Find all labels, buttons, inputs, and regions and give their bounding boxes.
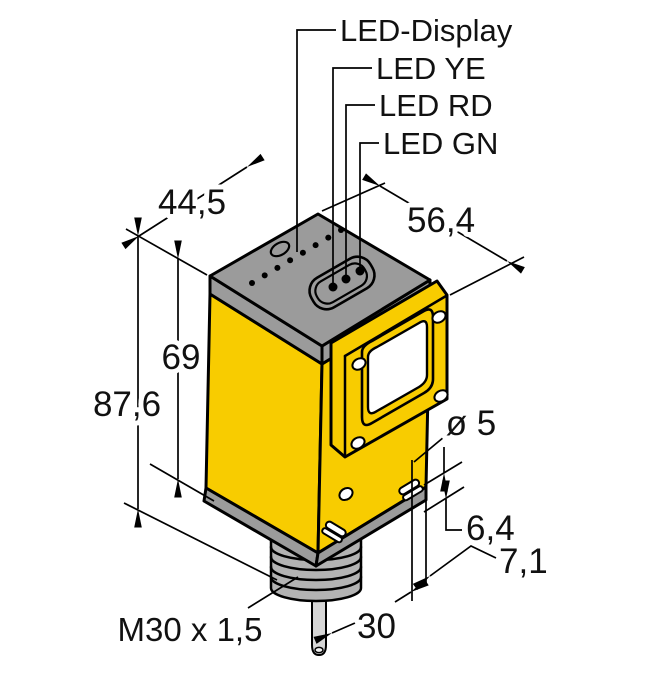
top-oval-hole bbox=[269, 240, 291, 258]
leader-thread bbox=[247, 576, 299, 609]
dim-arrow-bottom-left bbox=[313, 622, 356, 644]
ext-line-height-bottom bbox=[149, 463, 215, 502]
bezel-screw-icon bbox=[351, 357, 367, 371]
led-display-dot bbox=[325, 234, 332, 241]
leader-led-gn bbox=[359, 142, 379, 269]
dim-slot-edge-distance: 7,1 bbox=[499, 542, 548, 581]
cable-tip bbox=[314, 646, 324, 654]
thread-ridge bbox=[269, 575, 363, 592]
dim-arrow-bottom-right bbox=[394, 578, 429, 603]
lens-bezel bbox=[329, 279, 449, 459]
callout-led-gn: LED GN bbox=[383, 126, 498, 161]
dim-housing-height: 69 bbox=[162, 338, 201, 377]
bezel-screw-icon bbox=[433, 389, 449, 403]
led-display-dot bbox=[299, 249, 306, 256]
thread-ridge bbox=[269, 555, 363, 572]
ext-line-slot-bottom bbox=[423, 486, 465, 513]
top-face bbox=[208, 212, 432, 348]
bezel-screw-icon bbox=[350, 436, 366, 450]
dim-top-depth: 56,4 bbox=[407, 201, 475, 240]
leader-led-display bbox=[296, 29, 336, 252]
lens-window bbox=[366, 320, 429, 415]
led-display-dot bbox=[249, 280, 255, 286]
leader-hole-diameter bbox=[413, 431, 451, 463]
ext-line-overall-bottom bbox=[123, 502, 278, 581]
thread-ridge bbox=[269, 565, 363, 582]
dim-slot-height: 6,4 bbox=[466, 509, 515, 548]
leader-led-ye bbox=[332, 67, 372, 285]
lens-window-outer bbox=[360, 308, 435, 427]
led-display-dot bbox=[274, 264, 281, 271]
led-dot-red bbox=[341, 274, 351, 284]
led-display-dot bbox=[312, 242, 319, 249]
dim-bottom-offset: 30 bbox=[357, 607, 396, 646]
dim-hole-diameter: ø 5 bbox=[446, 404, 497, 443]
dim-line-top-width bbox=[121, 153, 265, 250]
callout-led-ye: LED YE bbox=[376, 51, 486, 86]
led-dot-green bbox=[328, 282, 338, 292]
dim-overall-height: 87,6 bbox=[93, 385, 161, 424]
leader-led-rd bbox=[345, 104, 375, 277]
callout-led-rd: LED RD bbox=[379, 88, 493, 123]
dim-line-top-depth bbox=[362, 173, 525, 274]
led-display-dot bbox=[287, 257, 294, 264]
led-display-dot bbox=[338, 227, 344, 233]
callout-led-display: LED-Display bbox=[340, 13, 513, 48]
dim-leader-slot-height bbox=[442, 480, 462, 531]
mounting-slot-left bbox=[321, 520, 347, 544]
side-oval-hole bbox=[338, 486, 354, 502]
thread-m30 bbox=[269, 538, 363, 603]
dim-thread-spec: M30 x 1,5 bbox=[118, 611, 263, 648]
led-display-dot-row bbox=[249, 227, 344, 286]
dim-top-width: 44,5 bbox=[158, 183, 226, 222]
bezel-screw-icon bbox=[431, 310, 447, 324]
led-display-dot bbox=[261, 272, 268, 279]
dim-leader-slot-edge bbox=[412, 545, 497, 590]
